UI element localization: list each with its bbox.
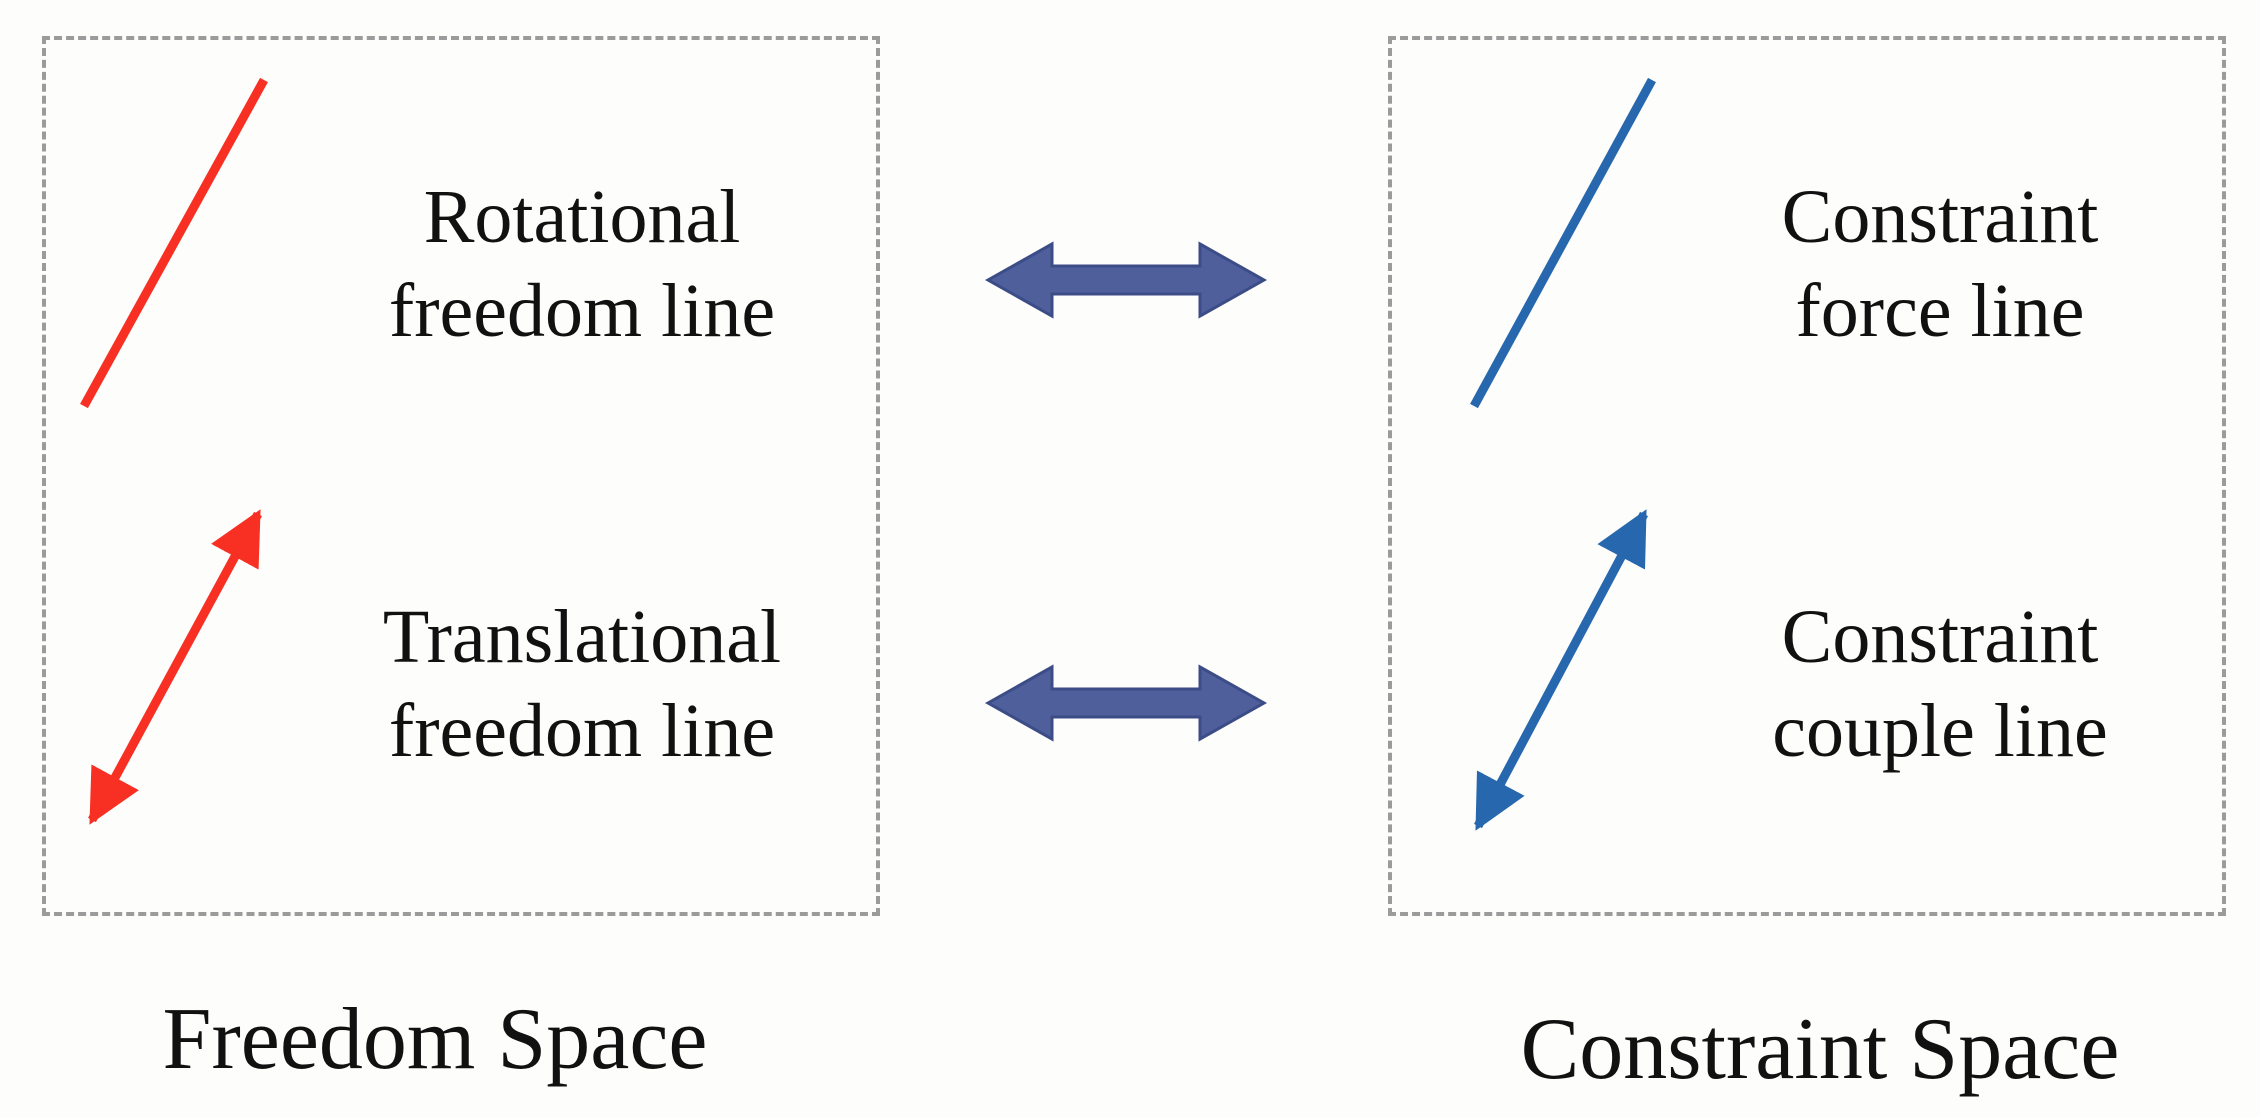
constraint-force-label-line-2: force line bbox=[1795, 269, 2085, 353]
constraint-force-label: Constraint force line bbox=[1700, 170, 2180, 358]
rotational-freedom-label-line-2: freedom line bbox=[388, 269, 776, 353]
double-arrow-icon bbox=[984, 241, 1268, 319]
constraint-space-title: Constraint Space bbox=[1520, 1001, 2120, 1098]
constraint-couple-label-line-2: couple line bbox=[1772, 689, 2108, 773]
double-arrow-icon bbox=[984, 664, 1268, 742]
translational-freedom-line bbox=[88, 509, 262, 825]
translational-freedom-label-line-1: Translational bbox=[382, 595, 782, 679]
constraint-force-label-line-1: Constraint bbox=[1781, 175, 2099, 259]
constraint-space-box bbox=[1388, 36, 2226, 916]
constraint-couple-label-line-1: Constraint bbox=[1781, 595, 2099, 679]
constraint-couple-label: Constraint couple line bbox=[1700, 590, 2180, 778]
translational-freedom-label: Translational freedom line bbox=[332, 590, 832, 778]
rotational-freedom-label-line-1: Rotational bbox=[423, 175, 741, 259]
constraint-couple-line bbox=[1474, 509, 1648, 831]
constraint-force-line bbox=[1470, 77, 1656, 409]
freedom-space-box bbox=[42, 36, 880, 916]
rotational-freedom-line bbox=[80, 77, 268, 409]
rotational-freedom-label: Rotational freedom line bbox=[332, 170, 832, 358]
freedom-space-title: Freedom Space bbox=[162, 991, 708, 1088]
translational-freedom-label-line-2: freedom line bbox=[388, 689, 776, 773]
